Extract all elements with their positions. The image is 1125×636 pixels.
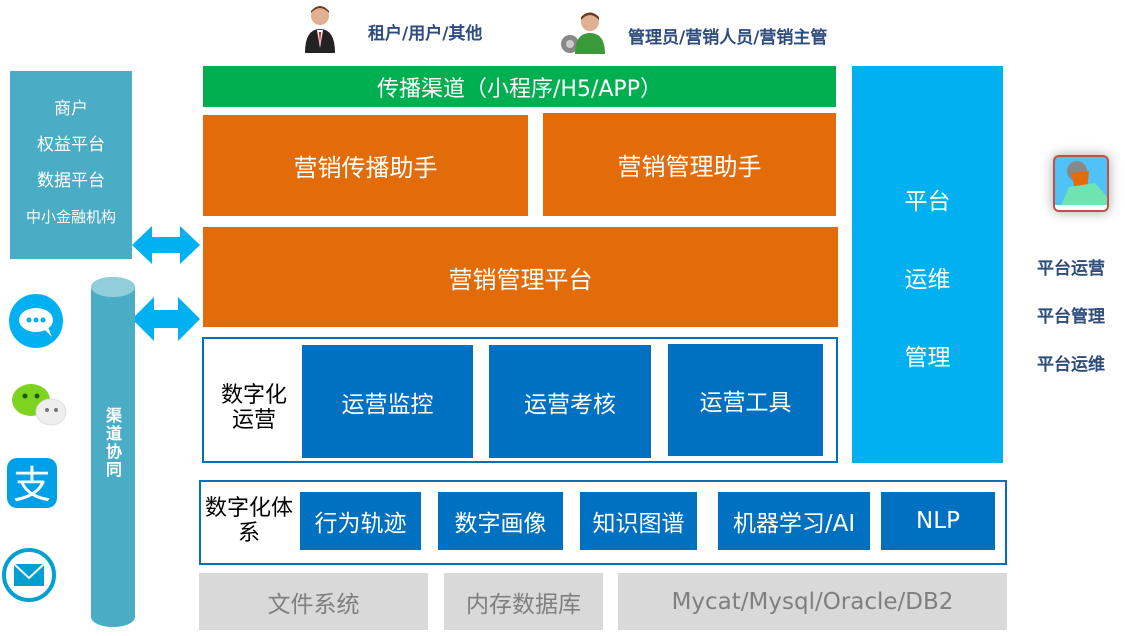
system-item: 机器学习/AI [718,492,870,550]
storage-item: Mycat/Mysql/Oracle/DB2 [618,573,1007,630]
channel-bar: 传播渠道（小程序/H5/APP） [203,66,836,107]
alipay-icon: 支 [7,458,57,512]
operator-avatar-icon [1053,155,1109,212]
storage-item: 文件系统 [199,573,428,630]
ops-item: 运营考核 [489,345,651,458]
wechat-icon [9,380,67,434]
right-role-label: 平台管理 [1037,307,1105,327]
ops-mgmt-text: 平台 [904,189,951,215]
ops-mgmt-text: 运维 [904,267,951,293]
partner-item: 商户 [54,99,88,119]
system-item: 知识图谱 [580,492,697,550]
ops-mgmt-text: 管理 [904,345,951,371]
role-label: 租户/用户/其他 [368,24,483,44]
digital-system-label: 数字化体系 [205,496,294,546]
marketing-management-platform: 营销管理平台 [203,227,838,327]
svg-text:支: 支 [13,463,51,507]
ops-item: 运营工具 [668,344,823,456]
partner-item: 数据平台 [37,171,105,191]
marketing-spread-assistant: 营销传播助手 [203,115,528,216]
partners-box: 商户 权益平台 数据平台 中小金融机构 [10,71,132,259]
right-role-label: 平台运营 [1037,259,1105,279]
double-arrow-icon [132,297,200,345]
marketing-management-assistant: 营销管理助手 [543,113,836,216]
system-item: 行为轨迹 [300,492,421,550]
double-arrow-icon [132,226,200,268]
digital-ops-label: 数字化运营 [220,383,287,433]
storage-item: 内存数据库 [444,573,603,630]
right-role-label: 平台运维 [1037,355,1105,375]
channel-sync-label: 渠道协同 [103,407,122,479]
ops-management-column [852,66,1003,463]
system-item: 数字画像 [438,492,563,550]
chat-app-icon [8,293,64,353]
digital-system-frame: 数字化体系 [199,480,1007,565]
ops-item: 运营监控 [302,345,473,458]
admin-person-icon [560,8,610,54]
partner-item: 权益平台 [37,135,105,155]
person-icon [305,3,335,53]
role-label: 管理员/营销人员/营销主管 [628,28,828,48]
channel-sync-cylinder: 渠道协同 [91,277,135,627]
digital-ops-frame: 数字化运营 [202,337,838,463]
partner-item: 中小金融机构 [25,208,116,226]
mail-icon [2,548,56,606]
system-item: NLP [881,492,995,550]
